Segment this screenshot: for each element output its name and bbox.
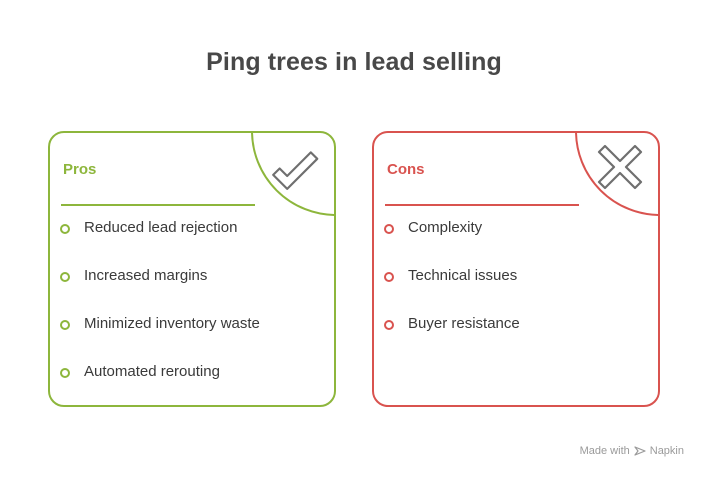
bullet-circle-icon [60,368,70,378]
brand-label: Napkin [649,445,684,457]
list-item: Automated rerouting [60,361,260,405]
made-with-label: Made with [579,445,630,457]
pros-item-label: Reduced lead rejection [84,219,238,236]
cons-list: Complexity Technical issues Buyer resist… [384,217,520,361]
cons-corner-arc [575,133,658,216]
napkin-logo-icon [634,446,646,456]
list-item: Reduced lead rejection [60,217,260,265]
bullet-circle-icon [60,320,70,330]
pros-list: Reduced lead rejection Increased margins… [60,217,260,405]
cons-item-label: Complexity [408,219,483,236]
bullet-circle-icon [384,224,394,234]
pros-corner-arc [251,133,334,216]
x-icon [597,144,643,190]
bullet-circle-icon [60,272,70,282]
cons-item-label: Buyer resistance [408,315,520,332]
pros-item-label: Minimized inventory waste [84,315,260,332]
bullet-circle-icon [384,272,394,282]
list-item: Increased margins [60,265,260,313]
list-item: Minimized inventory waste [60,313,260,361]
page-title: Ping trees in lead selling [206,48,502,76]
pros-item-label: Increased margins [84,267,208,284]
pros-item-label: Automated rerouting [84,363,220,380]
pros-card: Pros Reduced lead rejection Increased ma… [48,131,336,407]
list-item: Technical issues [384,265,520,313]
pros-heading: Pros [63,161,97,178]
cons-divider [385,204,579,206]
cons-item-label: Technical issues [408,267,518,284]
made-with-napkin-badge[interactable]: Made with Napkin [580,445,684,457]
bullet-circle-icon [384,320,394,330]
list-item: Complexity [384,217,520,265]
pros-divider [61,204,255,206]
bullet-circle-icon [60,224,70,234]
cons-heading: Cons [387,161,425,178]
cons-card: Cons Complexity Technical issues Buyer r… [372,131,660,407]
checkmark-icon [272,151,319,190]
list-item: Buyer resistance [384,313,520,361]
